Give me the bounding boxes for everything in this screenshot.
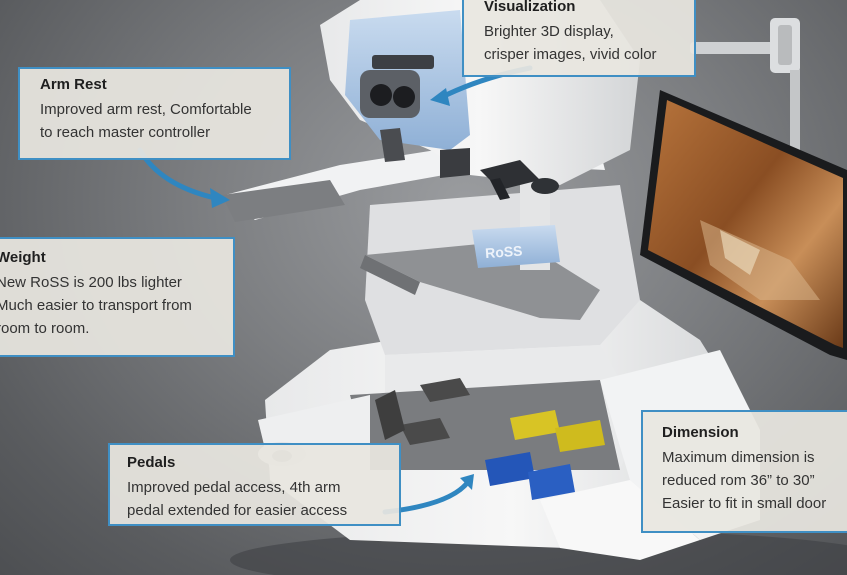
master-controllers [480, 160, 559, 200]
ross-logo-block [472, 225, 560, 268]
callout-weight: Weight New RoSS is 200 lbs lighter Much … [0, 237, 235, 357]
arm-rest-pad-left [222, 180, 345, 222]
callout-arm-rest: Arm Rest Improved arm rest, Comfortable … [18, 67, 291, 160]
callout-title: Visualization [484, 0, 576, 15]
callout-line: Maximum dimension is [662, 449, 815, 466]
pedal-yellow-2 [555, 420, 605, 452]
pedal-well [350, 380, 620, 470]
pedal-dark-3 [375, 390, 405, 440]
callout-line: Improved pedal access, 4th arm [127, 479, 341, 496]
callout-line: Improved arm rest, Comfortable [40, 101, 252, 118]
eyepiece-left [370, 84, 392, 106]
monitor-screen [648, 100, 843, 348]
callout-line: room to room. [0, 320, 90, 337]
callout-line: Easier to fit in small door [662, 495, 827, 512]
ross-logo-text: RoSS [485, 243, 523, 262]
callout-line: pedal extended for easier access [127, 502, 348, 519]
callout-dimension: Dimension Maximum dimension is reduced r… [641, 410, 847, 533]
callout-pedals: Pedals Improved pedal access, 4th arm pe… [108, 443, 401, 526]
pedal-blue-2 [528, 464, 575, 500]
pedal-dark-2 [400, 418, 450, 445]
monitor-arm [690, 18, 800, 170]
callout-line: Much easier to transport from [0, 297, 192, 314]
callout-arrow-heads [210, 88, 474, 490]
viewer-display-slot [372, 55, 434, 69]
callout-line: reduced rom 36” to 30” [662, 472, 815, 489]
callout-line: New RoSS is 200 lbs lighter [0, 274, 182, 291]
callout-title: Dimension [662, 424, 739, 441]
eyepiece-right [393, 86, 415, 108]
callout-title: Weight [0, 249, 46, 266]
pedal-blue-1 [485, 452, 535, 486]
callout-title: Pedals [127, 454, 176, 471]
surgical-monitor [640, 90, 847, 360]
callout-line: to reach master controller [40, 124, 211, 141]
pedal-dark-1 [420, 378, 470, 402]
foot-pedals [375, 378, 605, 500]
callout-line: Brighter 3D display, [484, 23, 614, 40]
callout-visualization: Visualization Brighter 3D display, crisp… [462, 0, 696, 77]
pedal-yellow-1 [510, 410, 560, 440]
callout-line: crisper images, vivid color [484, 46, 657, 63]
callout-title: Arm Rest [40, 76, 107, 93]
